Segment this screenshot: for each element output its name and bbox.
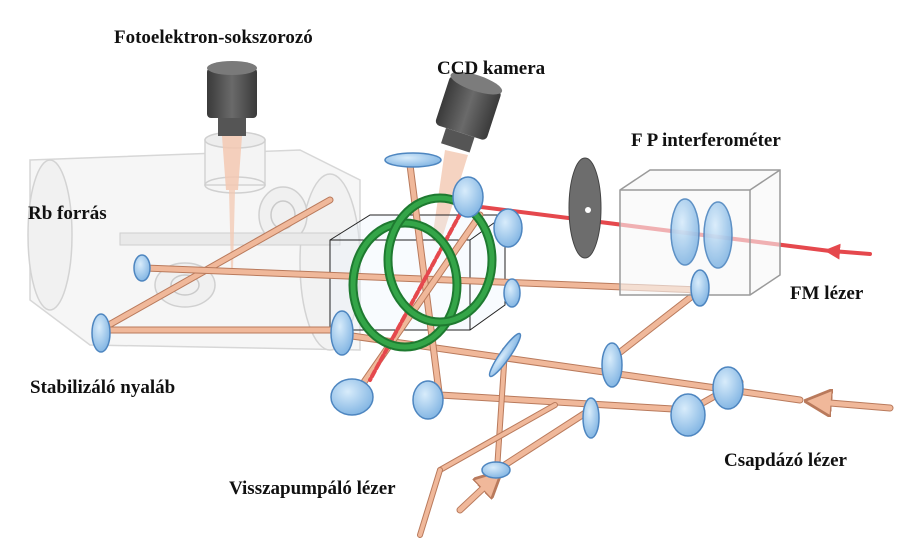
- magnetic-coils: [348, 193, 497, 352]
- trapping-laser-label: Csapdázó lézer: [724, 450, 847, 471]
- fp-interferometer-device: [619, 169, 781, 296]
- repump-laser-label: Visszapumpáló lézer: [229, 478, 396, 499]
- fp-interferometer-label: F P interferométer: [631, 130, 781, 151]
- photomultiplier-device: [207, 61, 257, 270]
- fm-laser-label: FM lézer: [790, 283, 864, 304]
- chopper-disc: [568, 157, 602, 259]
- ccd-camera-label: CCD kamera: [437, 58, 546, 79]
- rb-source-label: Rb forrás: [28, 203, 107, 224]
- stabilizing-beam-label: Stabilizáló nyaláb: [30, 377, 176, 398]
- optical-elements: [91, 152, 744, 479]
- mirror-top: [384, 152, 442, 168]
- vacuum-chamber: [27, 131, 361, 351]
- photomultiplier-label: Fotoelektron-sokszorozó: [114, 27, 313, 48]
